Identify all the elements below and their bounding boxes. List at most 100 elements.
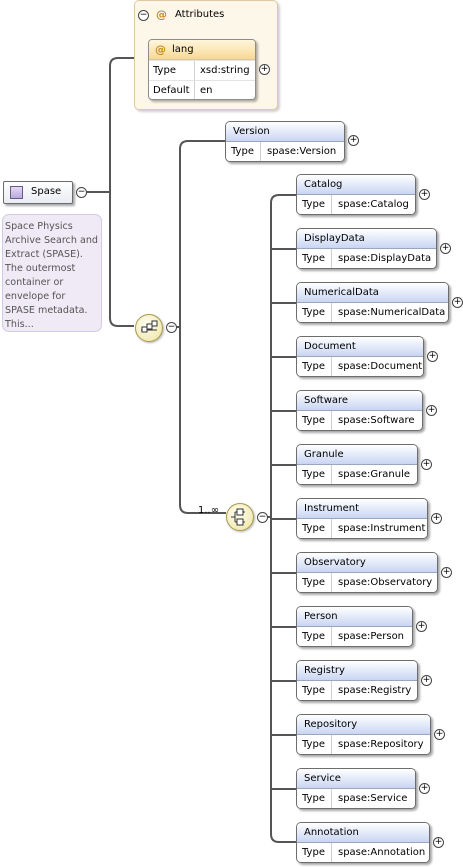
doc-line: container or xyxy=(5,277,64,288)
type-label: Type xyxy=(297,249,332,268)
type-label: Type xyxy=(297,627,332,646)
expand-icon[interactable]: + xyxy=(441,567,452,578)
element-name: Document xyxy=(297,337,423,357)
expand-icon[interactable]: + xyxy=(348,135,359,146)
element-name: DisplayData xyxy=(297,229,436,249)
expand-icon[interactable]: + xyxy=(416,621,427,632)
type-label: Type xyxy=(297,789,332,808)
type-label: Type xyxy=(297,519,332,538)
doc-line: This... xyxy=(5,319,34,330)
attributes-title: Attributes xyxy=(175,9,225,20)
multiplicity-label: 1..∞ xyxy=(198,505,220,516)
element-name: Granule xyxy=(297,445,417,465)
type-value: spase:Catalog xyxy=(338,199,409,210)
type-label: Type xyxy=(297,735,332,754)
collapse-icon[interactable]: − xyxy=(138,10,149,21)
spase-label: Spase xyxy=(31,186,62,197)
spase-element[interactable]: Spase xyxy=(3,181,73,204)
doc-line: Space Physics xyxy=(5,221,73,232)
element-name: NumericalData xyxy=(297,283,448,303)
type-value: spase:Repository xyxy=(338,739,424,750)
default-value: en xyxy=(200,85,213,96)
choice-compositor-icon xyxy=(231,508,245,526)
at-sign-icon: @ xyxy=(155,43,166,56)
type-label: Type xyxy=(297,357,332,376)
element-name: Software xyxy=(297,391,422,411)
doc-line: The outermost xyxy=(5,263,76,274)
type-value: spase:DisplayData xyxy=(338,253,432,264)
default-label: Default xyxy=(149,81,195,99)
element-name: Registry xyxy=(297,661,417,681)
expand-icon[interactable]: + xyxy=(434,729,445,740)
element-name: Repository xyxy=(297,715,430,735)
collapse-icon[interactable]: − xyxy=(76,187,87,198)
type-value: spase:Granule xyxy=(338,469,411,480)
type-value: spase:Instrument xyxy=(338,523,426,534)
element-square-icon xyxy=(10,186,23,199)
expand-icon[interactable]: + xyxy=(419,783,430,794)
type-value: spase:Person xyxy=(338,631,405,642)
sequence-compositor[interactable] xyxy=(135,314,163,342)
type-value: spase:Registry xyxy=(338,685,412,696)
type-value: spase:Annotation xyxy=(338,847,426,858)
element-name: Service xyxy=(297,769,415,789)
type-value: xsd:string xyxy=(200,65,250,76)
doc-line: Extract (SPASE). xyxy=(5,249,83,260)
doc-line: envelope for xyxy=(5,291,66,302)
type-label: Type xyxy=(297,303,332,322)
doc-line: SPASE metadata. xyxy=(5,305,88,316)
expand-icon[interactable]: + xyxy=(419,189,430,200)
at-sign-icon: @ xyxy=(156,8,167,21)
sequence-compositor-icon xyxy=(141,320,158,333)
expand-icon[interactable]: + xyxy=(259,64,270,75)
type-value: spase:Service xyxy=(338,793,408,804)
type-label: Type xyxy=(297,465,332,484)
attribute-name: lang xyxy=(172,44,194,55)
element-name: Instrument xyxy=(297,499,427,519)
type-value: spase:Software xyxy=(338,415,415,426)
expand-icon[interactable]: + xyxy=(426,405,437,416)
element-name: Observatory xyxy=(297,553,437,573)
type-label: Type xyxy=(226,142,261,161)
expand-icon[interactable]: + xyxy=(440,243,451,254)
element-name: Catalog xyxy=(297,175,415,195)
attribute-lang[interactable]: @ lang Type xsd:string Default en xyxy=(148,39,256,100)
element-name: Person xyxy=(297,607,412,627)
type-label: Type xyxy=(297,195,332,214)
choice-compositor[interactable] xyxy=(226,503,254,531)
expand-icon[interactable]: + xyxy=(427,351,438,362)
element-name: Annotation xyxy=(297,823,429,843)
element-version[interactable]: Version Type spase:Version xyxy=(225,121,345,162)
expand-icon[interactable]: + xyxy=(452,297,463,308)
spase-documentation: Space Physics Archive Search and Extract… xyxy=(2,214,102,332)
collapse-icon[interactable]: − xyxy=(166,322,177,333)
type-value: spase:Version xyxy=(267,146,337,157)
expand-icon[interactable]: + xyxy=(433,837,444,848)
collapse-icon[interactable]: − xyxy=(257,512,268,523)
element-name: Version xyxy=(226,122,344,142)
expand-icon[interactable]: + xyxy=(421,459,432,470)
type-label: Type xyxy=(297,573,332,592)
type-value: spase:Document xyxy=(338,361,423,372)
type-label: Type xyxy=(149,61,195,80)
type-value: spase:Observatory xyxy=(338,577,433,588)
expand-icon[interactable]: + xyxy=(421,675,432,686)
type-label: Type xyxy=(297,681,332,700)
type-value: spase:NumericalData xyxy=(338,307,446,318)
doc-line: Archive Search and xyxy=(5,235,99,246)
expand-icon[interactable]: + xyxy=(431,513,442,524)
